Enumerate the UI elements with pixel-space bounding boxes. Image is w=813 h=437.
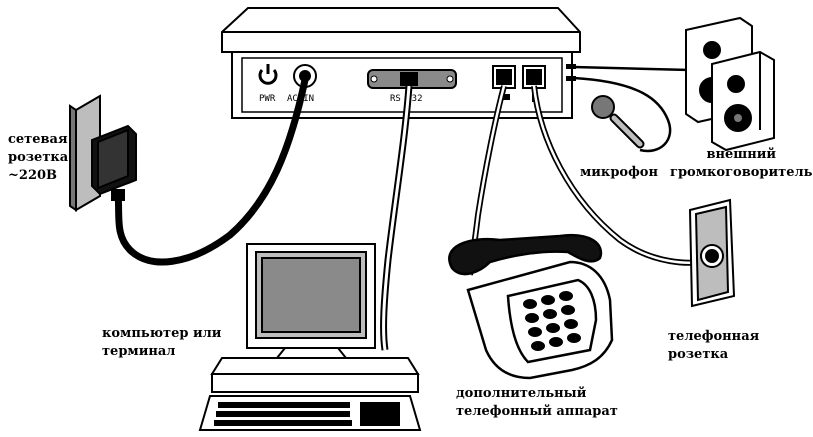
rs232-port bbox=[368, 70, 456, 88]
computer-label: компьютер или терминал bbox=[102, 325, 221, 361]
rs232-cable bbox=[384, 86, 409, 350]
power-adapter bbox=[92, 126, 136, 200]
microphone bbox=[592, 96, 640, 144]
phone-jack-label: телефонная розетка bbox=[668, 328, 759, 364]
extra-phone-label: дополнительный телефонный аппарат bbox=[456, 385, 618, 421]
microphone-cable bbox=[574, 78, 670, 151]
power-outlet-label: сетевая розетка ~220В bbox=[8, 131, 68, 185]
speaker-cable bbox=[574, 67, 690, 70]
microphone-label: микрофон bbox=[580, 164, 658, 182]
pwr-label: PWR bbox=[259, 94, 276, 104]
keyboard-keys bbox=[214, 402, 400, 426]
speaker-label: внешний громкоговоритель bbox=[670, 146, 812, 182]
phone-wall-jack bbox=[690, 200, 734, 306]
speakers bbox=[686, 18, 774, 150]
